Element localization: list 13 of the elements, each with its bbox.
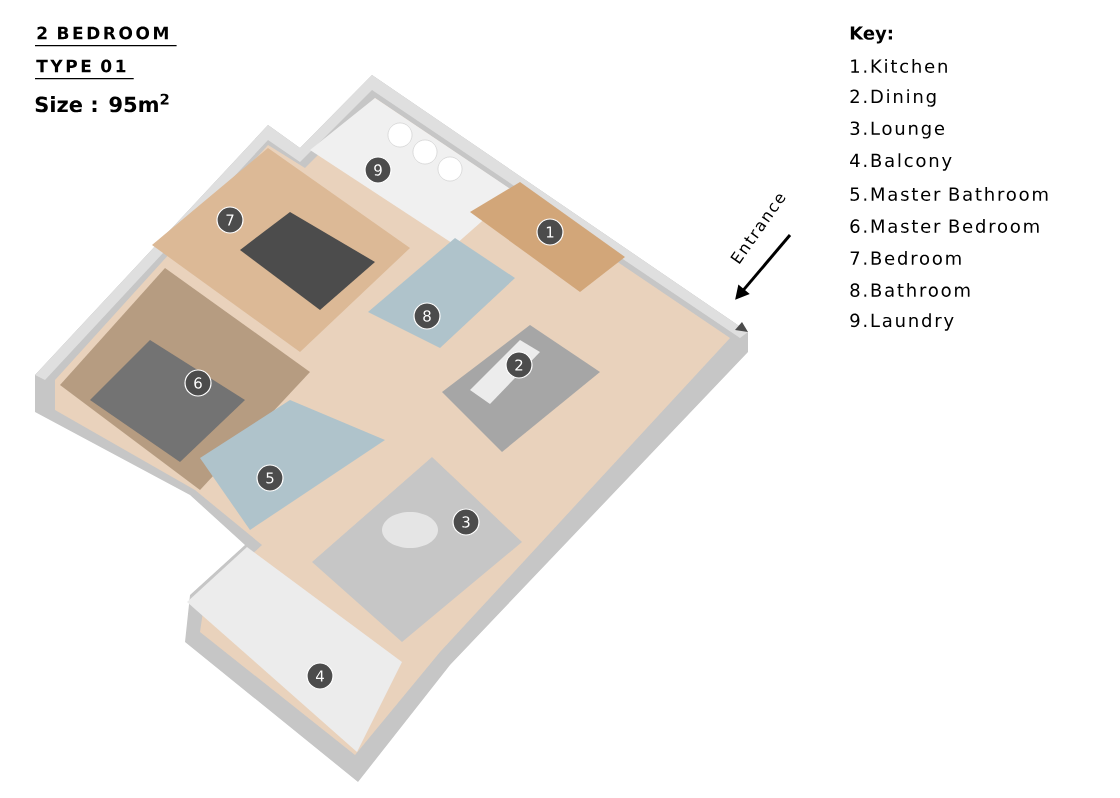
- key-heading: Key:: [850, 26, 892, 44]
- heading: TYPE 01: [34, 59, 135, 80]
- area-label: Size : 95m$^{2}$: [35, 93, 169, 113]
- key-item: 8.Bathroom: [850, 283, 970, 297]
- key-item: 5.Master Bathroom: [850, 187, 1048, 201]
- key-item: 1.Kitchen: [851, 59, 947, 73]
- key-item: 3.Lounge: [850, 121, 945, 139]
- key-item: 7.Bedroom: [850, 251, 961, 265]
- key-item: 6.Master Bedroom: [850, 219, 1039, 233]
- key-item: 2.Dining: [850, 89, 936, 107]
- key-item: 4.Balcony: [850, 153, 952, 171]
- key-item: 9.Laundry: [850, 313, 954, 331]
- heading: 2 BEDROOM: [34, 26, 178, 47]
